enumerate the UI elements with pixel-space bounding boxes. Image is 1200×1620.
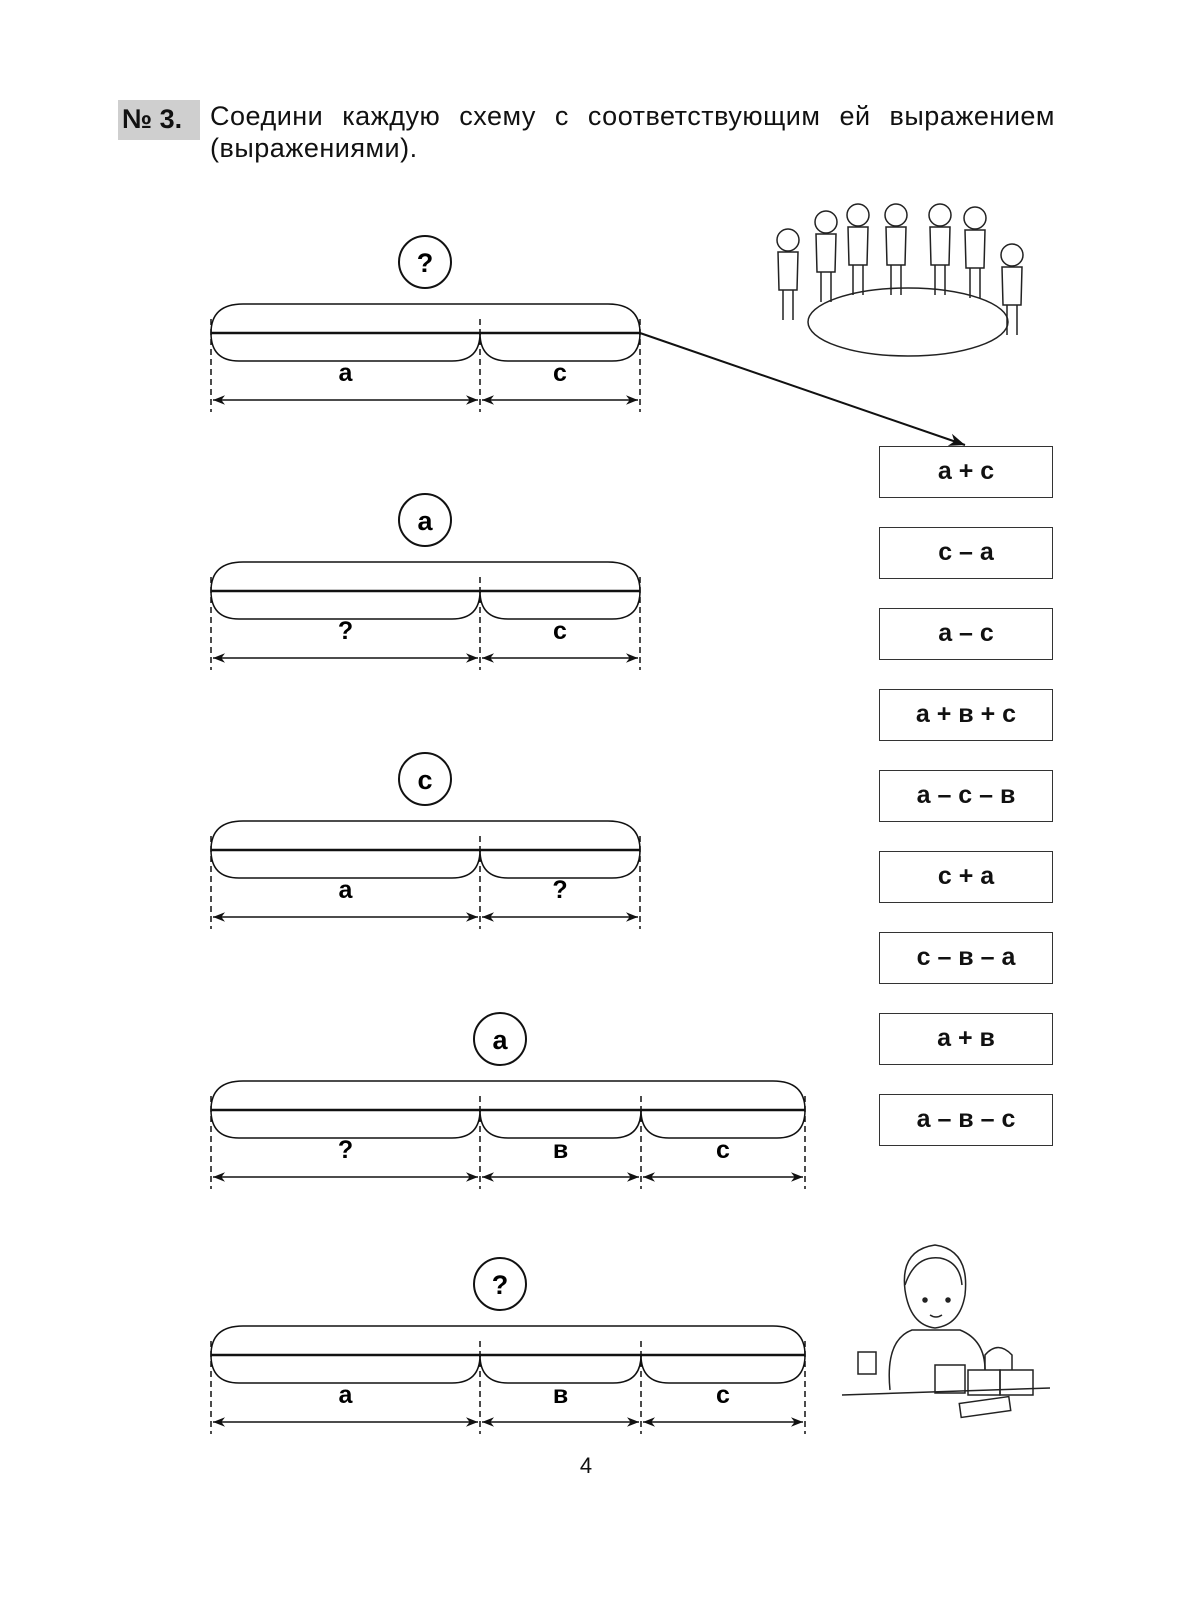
whole-value-label: ?: [417, 248, 434, 278]
part-arc: [210, 849, 481, 879]
part-label: в: [553, 1136, 568, 1164]
task-number: № 3.: [118, 100, 200, 140]
part-arc: [479, 1109, 642, 1139]
part-arc: [210, 1354, 481, 1384]
whole-value-label: a: [417, 506, 433, 536]
expression-box[interactable]: a + в: [879, 1013, 1053, 1065]
whole-value-circle: [398, 752, 452, 806]
part-arc: [210, 1109, 481, 1139]
expression-box[interactable]: c – a: [879, 527, 1053, 579]
part-label: c: [716, 1381, 730, 1409]
children-circle-illustration: [776, 203, 1024, 357]
part-label: c: [553, 359, 567, 387]
part-arc: [210, 332, 481, 362]
part-arc: [640, 1109, 806, 1139]
whole-value-circle: [398, 493, 452, 547]
part-label: a: [339, 359, 354, 387]
whole-value-label: a: [492, 1025, 508, 1055]
part-label: ?: [552, 876, 567, 904]
part-arc: [640, 1354, 806, 1384]
segment-diagram[interactable]: ? a c: [210, 235, 641, 412]
segment-diagram[interactable]: a? в c: [210, 1012, 806, 1189]
part-label: a: [339, 876, 354, 904]
whole-value-label: c: [417, 765, 432, 795]
whole-value-circle: [398, 235, 452, 289]
expression-box[interactable]: a – c: [879, 608, 1053, 660]
whole-value-circle: [473, 1012, 527, 1066]
whole-arc: [210, 1325, 806, 1356]
part-arc: [479, 590, 641, 620]
part-arc: [479, 1354, 642, 1384]
example-connection-arrow: [639, 332, 966, 446]
task-instruction: Соедини каждую схему с соответствующим е…: [210, 101, 1055, 163]
expression-box[interactable]: a – c – в: [879, 770, 1053, 822]
part-arc: [479, 332, 641, 362]
segment-diagram[interactable]: a? c: [210, 493, 641, 670]
part-label: a: [339, 1381, 354, 1409]
part-label: c: [716, 1136, 730, 1164]
part-label: c: [553, 617, 567, 645]
expression-box[interactable]: a + в + c: [879, 689, 1053, 741]
part-arc: [479, 849, 641, 879]
part-label: в: [553, 1381, 568, 1409]
expression-box[interactable]: c – в – a: [879, 932, 1053, 984]
whole-arc: [210, 1080, 806, 1111]
girl-with-blocks-illustration: [841, 1244, 1051, 1419]
part-arc: [210, 590, 481, 620]
whole-value-label: ?: [492, 1270, 509, 1300]
whole-arc: [210, 303, 641, 334]
whole-value-circle: [473, 1257, 527, 1311]
expression-box[interactable]: a – в – c: [879, 1094, 1053, 1146]
segment-diagram[interactable]: c a?: [210, 752, 641, 929]
expression-box[interactable]: a + c: [879, 446, 1053, 498]
expression-box[interactable]: c + a: [879, 851, 1053, 903]
segment-diagram[interactable]: ? a в c: [210, 1257, 806, 1434]
page-number: 4: [579, 1453, 593, 1478]
whole-arc: [210, 820, 641, 851]
part-label: ?: [338, 617, 353, 645]
whole-arc: [210, 561, 641, 592]
part-label: ?: [338, 1136, 353, 1164]
